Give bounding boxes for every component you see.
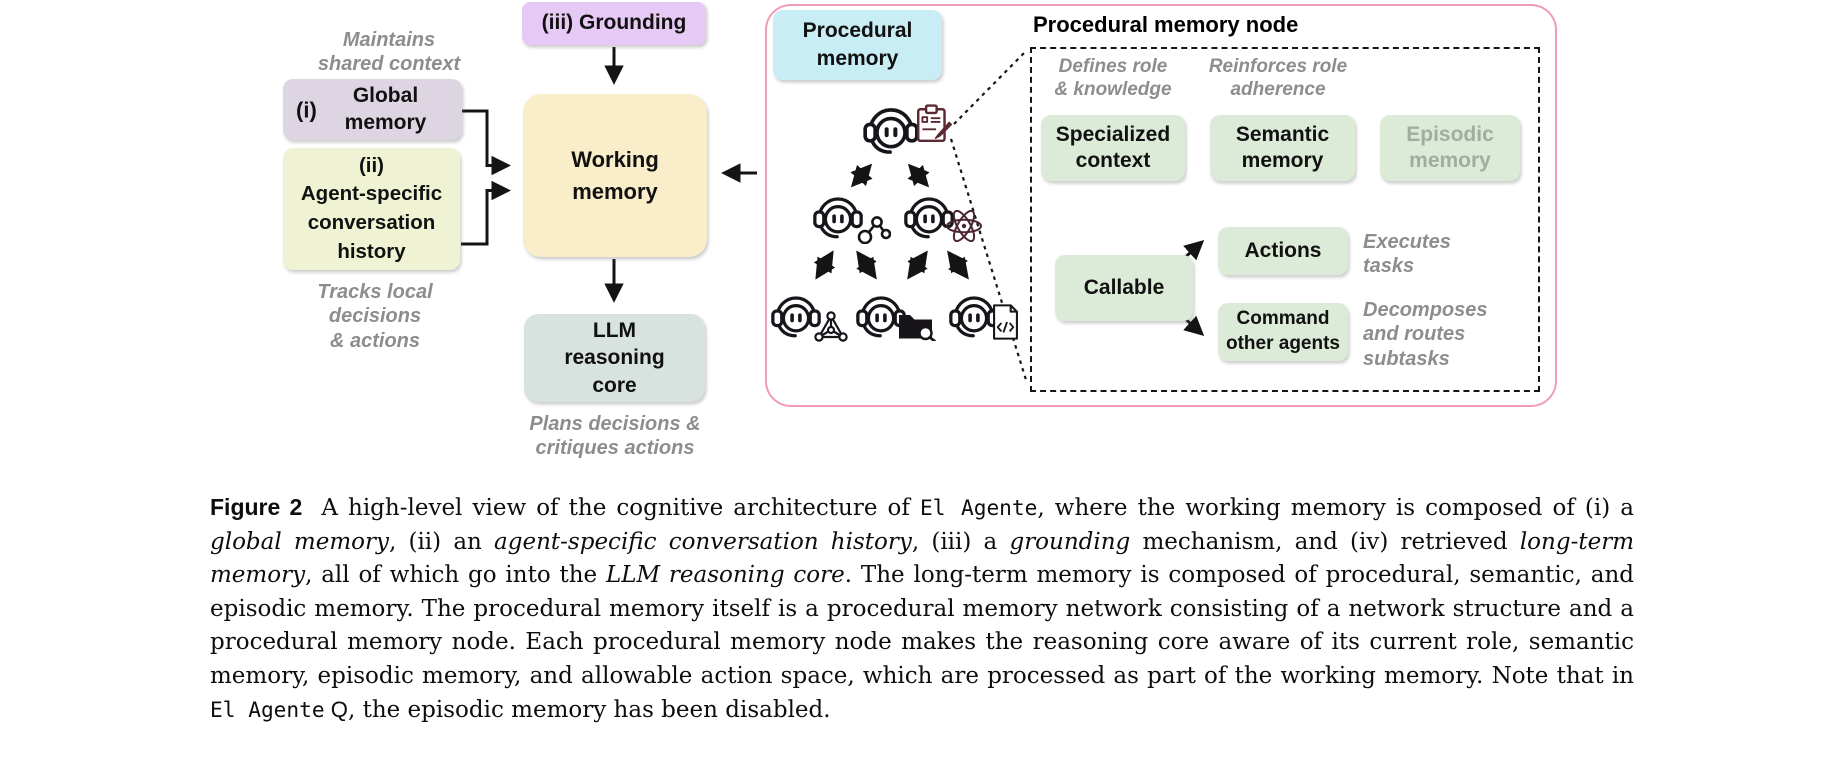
- caption-segment: long-term memory: [210, 528, 1634, 589]
- command-other-agents-box: Command other agents: [1218, 303, 1348, 361]
- code-file-icon: [993, 304, 1018, 340]
- caption-segment: , all of which go into the: [305, 562, 606, 588]
- caption-segment: , (iii) a: [911, 528, 1010, 555]
- caption-segment: El Agente: [919, 495, 1038, 520]
- llm-reasoning-core-box: LLM reasoning core: [524, 314, 705, 402]
- procedural-memory-node-box: [1030, 47, 1540, 392]
- defines-role-label: Defines role & knowledge: [1054, 56, 1172, 101]
- caption-segment: mechanism, and (iv) retrieved: [1130, 528, 1520, 555]
- grounding-box: (iii) Grounding: [522, 2, 706, 45]
- atom-icon: [946, 209, 982, 243]
- caption-segment: A high-level view of the cognitive archi…: [311, 495, 920, 521]
- semantic-memory-box: Semantic memory: [1210, 115, 1355, 181]
- callable-box: Callable: [1055, 255, 1193, 321]
- share-nodes-icon: [857, 216, 891, 244]
- caption-segment: El Agente: [210, 697, 325, 722]
- procedural-memory-box: Procedural memory: [773, 10, 942, 80]
- clipboard-note-icon: [917, 104, 952, 143]
- plans-decisions-label: Plans decisions & critiques actions: [529, 413, 701, 460]
- caption-segment: . The long-term memory is composed of pr…: [210, 562, 1634, 689]
- caption-segment: global memory: [210, 528, 389, 555]
- caption-segment: Figure 2: [210, 494, 303, 520]
- folder-search-icon: [899, 315, 936, 341]
- reinforces-role-label: Reinforces role adherence: [1208, 56, 1348, 101]
- caption-segment: , where the working memory is composed o…: [1037, 495, 1635, 521]
- global-memory-numeral: (i): [296, 96, 317, 122]
- episodic-memory-box: Episodic memory: [1380, 115, 1520, 181]
- global-memory-box: (i) Global memory: [283, 79, 462, 140]
- caption-segment: LLM reasoning core: [605, 562, 845, 588]
- actions-box: Actions: [1218, 227, 1348, 275]
- top-agent-icon: [862, 100, 920, 158]
- agent-specific-history-box: (ii) Agent-specific conversation history: [283, 148, 460, 270]
- specialized-context-box: Specialized context: [1041, 115, 1185, 181]
- maintains-shared-context-label: Maintains shared context: [317, 29, 461, 76]
- procedural-memory-node-title: Procedural memory node: [1033, 12, 1299, 37]
- caption-segment: agent-specific conversation history: [494, 528, 912, 555]
- caption-segment: grounding: [1009, 528, 1131, 555]
- executes-tasks-label: Executes tasks: [1363, 231, 1451, 278]
- decomposes-label: Decomposes and routes subtasks: [1363, 299, 1488, 370]
- caption-segment: , the episodic memory has been disabled.: [347, 697, 831, 723]
- tracks-local-label: Tracks local decisions & actions: [317, 281, 433, 352]
- caption-segment: Q: [324, 697, 348, 722]
- working-memory-box: Working memory: [523, 94, 707, 257]
- caption-segment: , (ii) an: [388, 528, 495, 555]
- network-graph-icon: [814, 311, 848, 342]
- figure-caption: Figure 2 A high-level view of the cognit…: [210, 491, 1634, 728]
- global-memory-label: Global memory: [344, 84, 427, 134]
- procedural-memory-panel: [765, 4, 1557, 407]
